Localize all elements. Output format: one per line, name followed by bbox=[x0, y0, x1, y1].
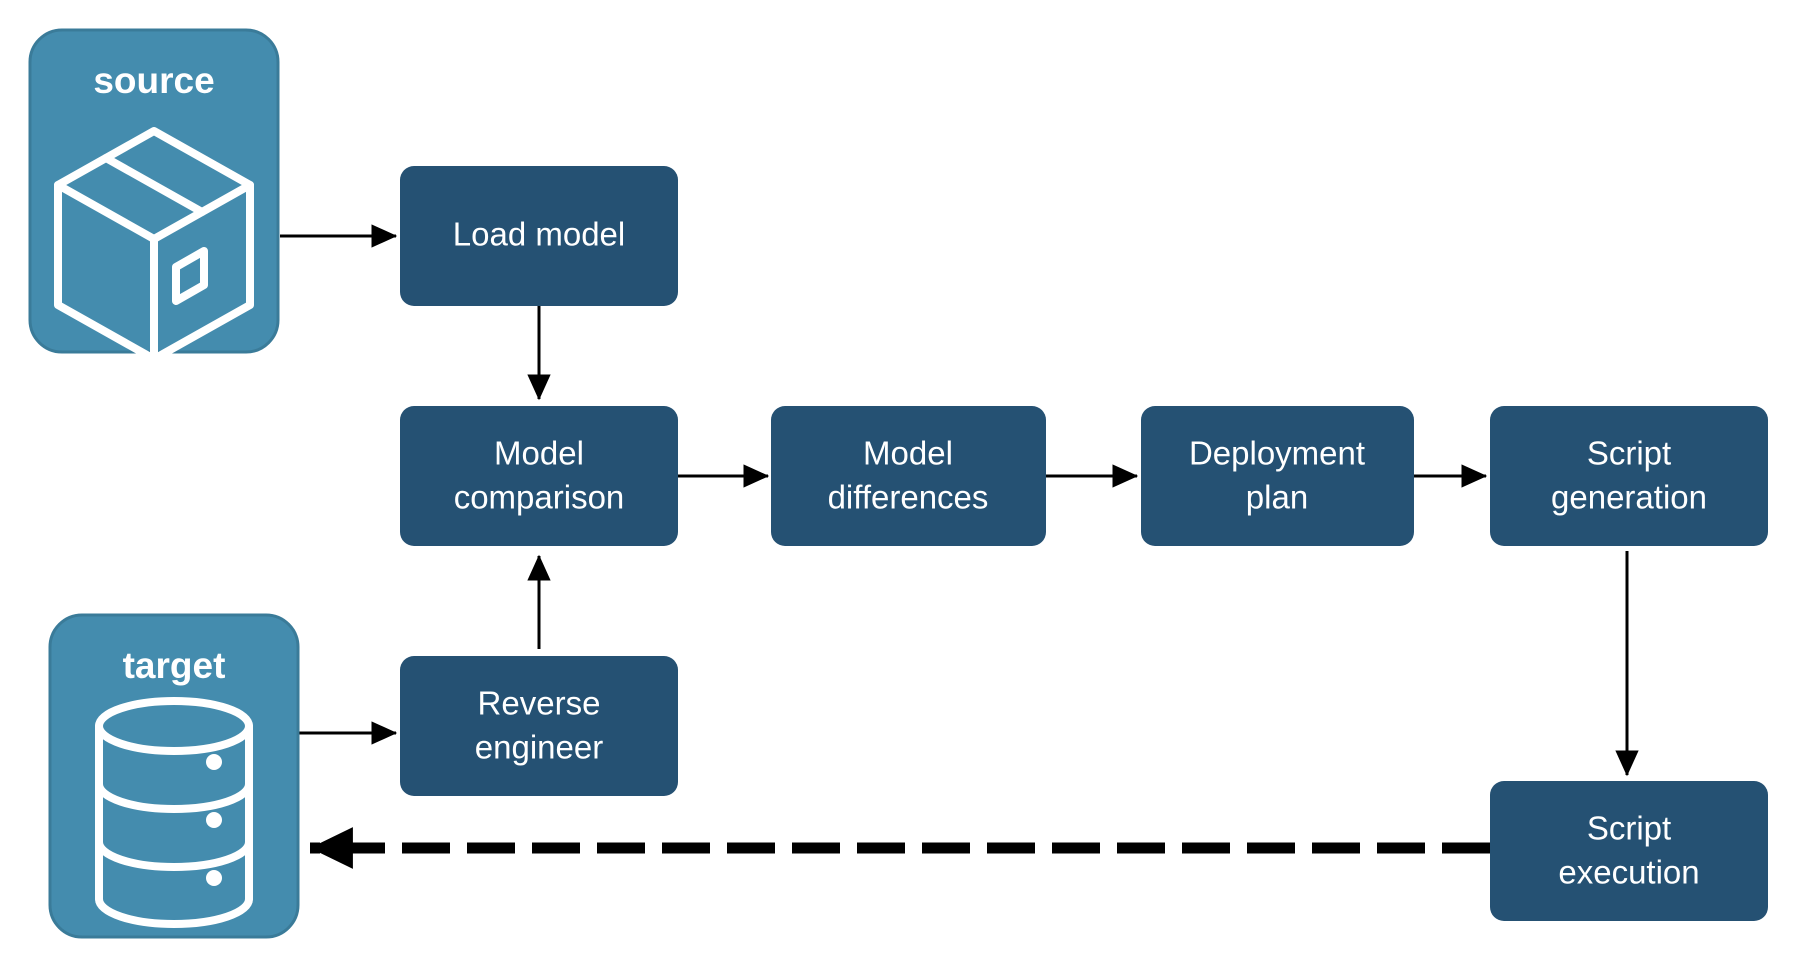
package-box-icon bbox=[54, 127, 254, 363]
target-label: target bbox=[123, 645, 226, 686]
node-deployment-plan[interactable]: Deployment plan bbox=[1141, 406, 1414, 546]
model-comparison-label-line1: Model bbox=[494, 435, 584, 472]
deployment-plan-label-line1: Deployment bbox=[1189, 435, 1365, 472]
model-comparison-label-line2: comparison bbox=[454, 479, 625, 516]
db-status-dot bbox=[206, 812, 222, 828]
model-differences-label-line1: Model bbox=[863, 435, 953, 472]
deployment-plan-label-line2: plan bbox=[1246, 479, 1308, 516]
script-generation-box[interactable] bbox=[1490, 406, 1768, 546]
deployment-plan-box[interactable] bbox=[1141, 406, 1414, 546]
db-status-dot bbox=[206, 754, 222, 770]
db-status-dot bbox=[206, 870, 222, 886]
edges-layer bbox=[280, 224, 1639, 869]
node-script-generation[interactable]: Script generation bbox=[1490, 406, 1768, 546]
model-differences-box[interactable] bbox=[771, 406, 1046, 546]
script-execution-label-line2: execution bbox=[1558, 854, 1699, 891]
model-differences-label-line2: differences bbox=[828, 479, 989, 516]
node-model-differences[interactable]: Model differences bbox=[771, 406, 1046, 546]
node-model-comparison[interactable]: Model comparison bbox=[400, 406, 678, 546]
node-script-execution[interactable]: Script execution bbox=[1490, 781, 1768, 921]
model-comparison-box[interactable] bbox=[400, 406, 678, 546]
node-load-model[interactable]: Load model bbox=[400, 166, 678, 306]
script-execution-box[interactable] bbox=[1490, 781, 1768, 921]
node-source[interactable]: source bbox=[28, 28, 280, 363]
database-cylinder-icon bbox=[95, 697, 253, 928]
script-execution-label-line1: Script bbox=[1587, 810, 1671, 847]
node-target[interactable]: target bbox=[48, 613, 300, 939]
load-model-label: Load model bbox=[453, 216, 625, 253]
script-generation-label-line1: Script bbox=[1587, 435, 1671, 472]
reverse-engineer-label-line2: engineer bbox=[475, 729, 603, 766]
load-model-box[interactable] bbox=[400, 166, 678, 306]
script-generation-label-line2: generation bbox=[1551, 479, 1707, 516]
node-reverse-engineer[interactable]: Reverse engineer bbox=[400, 656, 678, 796]
reverse-engineer-box[interactable] bbox=[400, 656, 678, 796]
source-label: source bbox=[93, 60, 214, 101]
reverse-engineer-label-line1: Reverse bbox=[478, 685, 601, 722]
